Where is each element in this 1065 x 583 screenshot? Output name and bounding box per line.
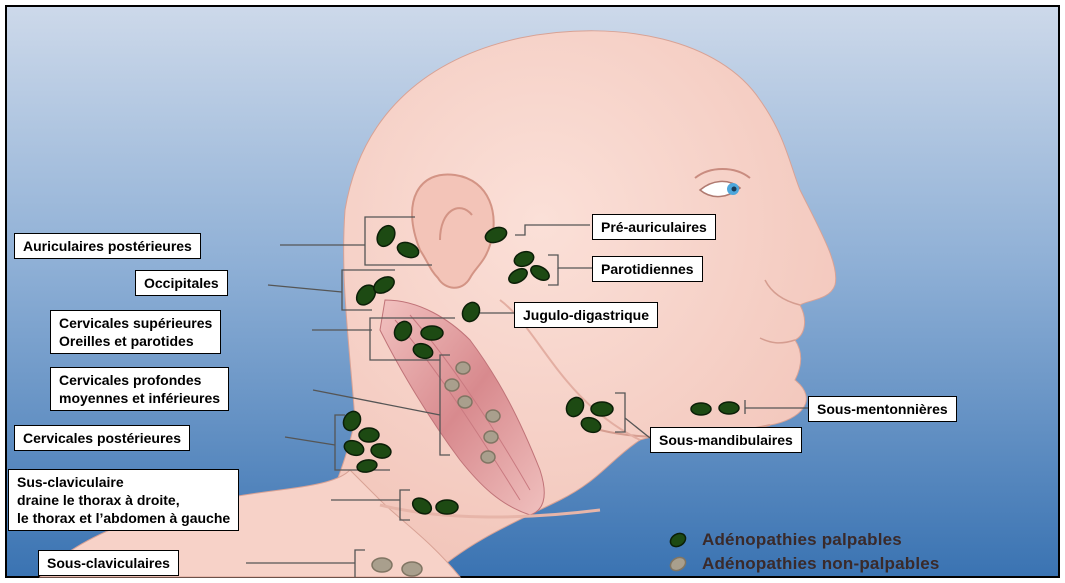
node-palpable xyxy=(436,500,458,514)
node-non-palpable xyxy=(456,362,470,374)
label-sous-mentonnieres: Sous-mentonnières xyxy=(808,396,957,422)
label-cervicales-superieures: Cervicales supérieures Oreilles et parot… xyxy=(50,310,221,354)
legend-non-palpable: Adénopathies non-palpables xyxy=(668,554,940,574)
node-non-palpable xyxy=(458,396,472,408)
node-non-palpable xyxy=(481,451,495,463)
node-non-palpable xyxy=(484,431,498,443)
node-non-palpable xyxy=(372,558,392,572)
label-jugulo-digastrique: Jugulo-digastrique xyxy=(514,302,658,328)
label-auriculaires-posterieures: Auriculaires postérieures xyxy=(14,233,201,259)
legend-palpable: Adénopathies palpables xyxy=(668,530,902,550)
node-non-palpable xyxy=(402,562,422,576)
label-parotidiennes: Parotidiennes xyxy=(592,256,703,282)
palpable-node-icon xyxy=(668,530,688,550)
node-palpable xyxy=(421,326,443,340)
label-sous-mandibulaires: Sous-mandibulaires xyxy=(650,427,802,453)
node-palpable xyxy=(719,402,739,414)
label-cervicales-posterieures: Cervicales postérieures xyxy=(14,425,190,451)
non-palpable-node-icon xyxy=(668,554,688,574)
node-palpable xyxy=(691,403,711,415)
label-occipitales: Occipitales xyxy=(135,270,228,296)
node-palpable xyxy=(591,402,613,416)
label-pre-auriculaires: Pré-auriculaires xyxy=(592,214,716,240)
label-cervicales-profondes: Cervicales profondes moyennes et inférie… xyxy=(50,367,229,411)
label-sous-claviculaires: Sous-claviculaires xyxy=(38,550,179,576)
node-non-palpable xyxy=(486,410,500,422)
node-palpable xyxy=(359,428,379,442)
node-non-palpable xyxy=(445,379,459,391)
legend-non-palpable-label: Adénopathies non-palpables xyxy=(702,554,940,574)
label-sus-claviculaire: Sus-claviculaire draine le thorax à droi… xyxy=(8,469,239,531)
legend-palpable-label: Adénopathies palpables xyxy=(702,530,902,550)
